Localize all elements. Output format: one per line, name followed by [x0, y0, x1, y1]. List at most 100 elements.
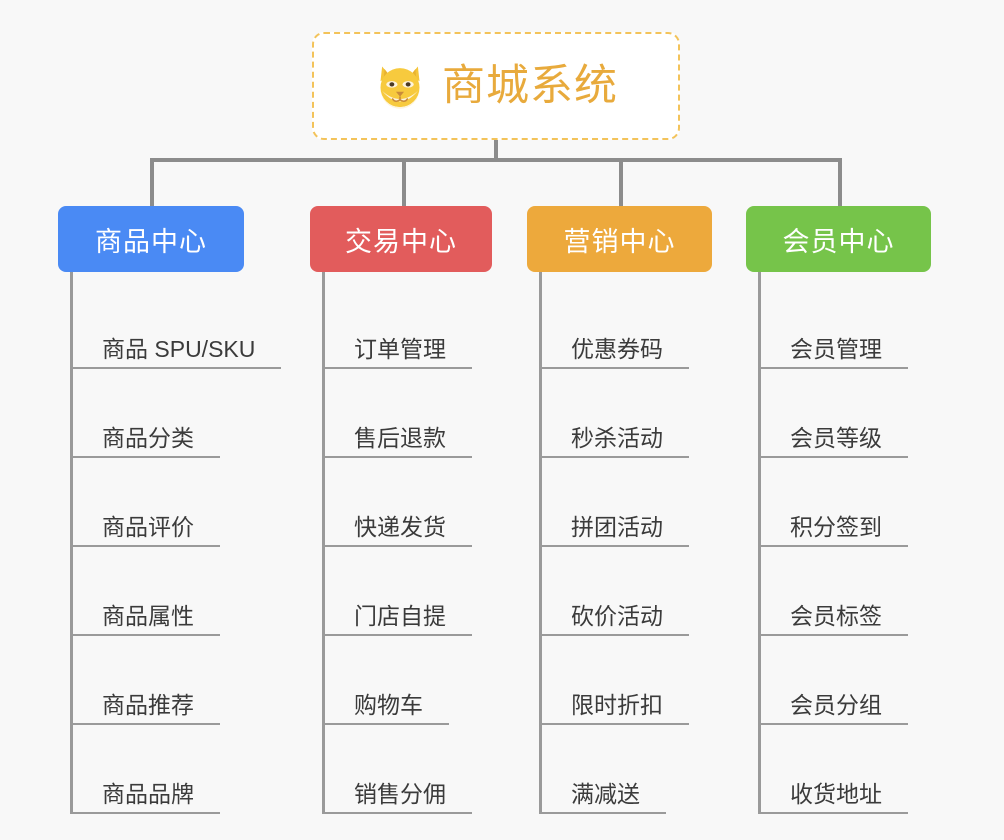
branch-label: 营销中心	[563, 226, 676, 257]
connector-drop-1	[150, 158, 154, 206]
leaf-item[interactable]: 会员管理	[746, 280, 931, 369]
leaf-item-label: 门店自提	[354, 602, 446, 629]
leaf-underline	[758, 812, 908, 814]
leaf-item-label: 商品评价	[102, 513, 194, 540]
leaf-item[interactable]: 商品 SPU/SKU	[58, 280, 281, 369]
leaf-item[interactable]: 会员标签	[746, 547, 931, 636]
leaf-list-1: 商品 SPU/SKU 商品分类商品评价商品属性商品推荐商品品牌	[58, 272, 281, 814]
leaf-item-label: 限时折扣	[571, 691, 663, 718]
leaf-underline	[70, 723, 220, 725]
branch-label: 商品中心	[95, 226, 207, 257]
leaf-item-label: 销售分佣	[354, 780, 446, 807]
leaf-item[interactable]: 售后退款	[310, 369, 492, 458]
leaf-item[interactable]: 会员分组	[746, 636, 931, 725]
root-node[interactable]: 商城系统	[312, 32, 680, 140]
leaf-list-2: 订单管理售后退款快递发货门店自提购物车销售分佣	[310, 272, 492, 814]
leaf-list-4: 会员管理会员等级积分签到会员标签会员分组收货地址	[746, 272, 931, 814]
root-title: 商城系统	[442, 61, 618, 110]
leaf-item-label: 会员等级	[790, 424, 882, 451]
connector-drop-3	[619, 158, 623, 206]
branch-box-1[interactable]: 商品中心	[58, 206, 244, 272]
leaf-item-label: 购物车	[354, 691, 423, 718]
leaf-underline	[539, 367, 689, 369]
branch-column-2: 交易中心订单管理售后退款快递发货门店自提购物车销售分佣	[310, 206, 492, 814]
leaf-item[interactable]: 门店自提	[310, 547, 492, 636]
branch-box-3[interactable]: 营销中心	[527, 206, 712, 272]
leaf-item-label: 秒杀活动	[571, 424, 663, 451]
connector-horizontal-bar	[150, 158, 840, 162]
leaf-item[interactable]: 拼团活动	[527, 458, 712, 547]
leaf-item-label: 会员管理	[790, 335, 882, 362]
leaf-list-3: 优惠券码秒杀活动拼团活动砍价活动限时折扣满减送	[527, 272, 712, 814]
leaf-underline	[758, 367, 908, 369]
leaf-item[interactable]: 优惠券码	[527, 280, 712, 369]
leaf-item[interactable]: 商品品牌	[58, 725, 244, 814]
leaf-rail	[70, 272, 73, 814]
leaf-item-label: 收货地址	[790, 780, 882, 807]
leaf-item-label: 会员标签	[790, 602, 882, 629]
dog-face-icon	[380, 66, 420, 109]
leaf-item-label: 拼团活动	[571, 513, 663, 540]
leaf-item[interactable]: 商品分类	[58, 369, 244, 458]
leaf-underline	[322, 812, 472, 814]
leaf-underline	[758, 545, 908, 547]
leaf-item-label: 积分签到	[790, 513, 882, 540]
leaf-item[interactable]: 商品属性	[58, 547, 244, 636]
leaf-item-label: 商品 SPU/SKU	[102, 335, 256, 362]
branch-label: 交易中心	[345, 226, 457, 257]
leaf-item-label: 满减送	[571, 780, 640, 807]
connector-drop-4	[838, 158, 842, 206]
branch-box-4[interactable]: 会员中心	[746, 206, 931, 272]
leaf-item[interactable]: 商品推荐	[58, 636, 244, 725]
connector-drop-2	[402, 158, 406, 206]
branch-column-3: 营销中心优惠券码秒杀活动拼团活动砍价活动限时折扣满减送	[527, 206, 712, 814]
leaf-item-label: 砍价活动	[571, 602, 663, 629]
branch-box-2[interactable]: 交易中心	[310, 206, 492, 272]
leaf-item-label: 商品品牌	[102, 780, 194, 807]
leaf-item[interactable]: 销售分佣	[310, 725, 492, 814]
leaf-item[interactable]: 收货地址	[746, 725, 931, 814]
branch-column-4: 会员中心会员管理会员等级积分签到会员标签会员分组收货地址	[746, 206, 931, 814]
branch-label: 会员中心	[782, 226, 895, 257]
leaf-underline	[322, 367, 472, 369]
leaf-item[interactable]: 购物车	[310, 636, 492, 725]
leaf-item-label: 订单管理	[354, 335, 446, 362]
leaf-underline	[322, 723, 449, 725]
leaf-underline	[539, 812, 666, 814]
leaf-underline	[322, 456, 472, 458]
leaf-item-label: 商品属性	[102, 602, 194, 629]
connector-root-stem	[494, 140, 498, 162]
leaf-item[interactable]: 会员等级	[746, 369, 931, 458]
leaf-rail	[539, 272, 542, 814]
leaf-underline	[70, 634, 220, 636]
leaf-underline	[70, 456, 220, 458]
leaf-underline	[758, 723, 908, 725]
leaf-item-label: 会员分组	[790, 691, 882, 718]
leaf-underline	[70, 367, 281, 369]
leaf-underline	[539, 545, 689, 547]
leaf-item-label: 商品推荐	[102, 691, 194, 718]
leaf-underline	[539, 456, 689, 458]
leaf-item-label: 快递发货	[354, 513, 446, 540]
leaf-item[interactable]: 限时折扣	[527, 636, 712, 725]
leaf-underline	[539, 634, 689, 636]
leaf-underline	[322, 634, 472, 636]
leaf-item[interactable]: 积分签到	[746, 458, 931, 547]
leaf-item-label: 商品分类	[102, 424, 194, 451]
leaf-item[interactable]: 快递发货	[310, 458, 492, 547]
leaf-underline	[70, 812, 220, 814]
leaf-rail	[322, 272, 325, 814]
leaf-item[interactable]: 订单管理	[310, 280, 492, 369]
branch-column-1: 商品中心商品 SPU/SKU 商品分类商品评价商品属性商品推荐商品品牌	[58, 206, 281, 814]
leaf-item[interactable]: 砍价活动	[527, 547, 712, 636]
leaf-underline	[322, 545, 472, 547]
leaf-rail	[758, 272, 761, 814]
leaf-underline	[758, 456, 908, 458]
leaf-item[interactable]: 满减送	[527, 725, 712, 814]
leaf-underline	[758, 634, 908, 636]
leaf-underline	[539, 723, 689, 725]
leaf-item[interactable]: 秒杀活动	[527, 369, 712, 458]
leaf-underline	[70, 545, 220, 547]
leaf-item[interactable]: 商品评价	[58, 458, 244, 547]
